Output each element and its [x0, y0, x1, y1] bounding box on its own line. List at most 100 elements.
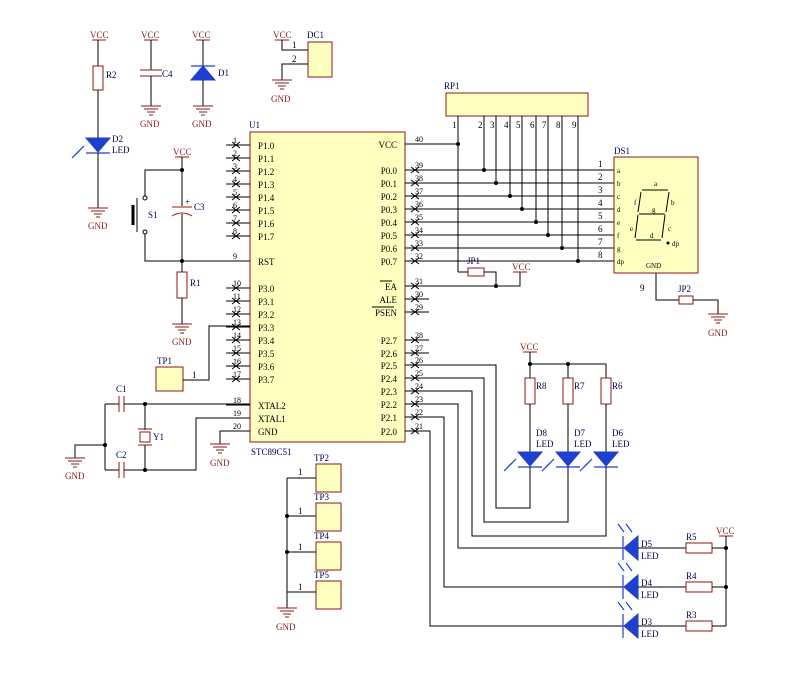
r2-label: R2: [106, 70, 117, 80]
ds1-gnd-face: GND: [646, 262, 661, 270]
u1-pin-num: 10: [233, 279, 241, 288]
u1-pin-name: GND: [258, 427, 278, 437]
resistor-r6: [600, 377, 612, 405]
ds1-pin-num: 6: [598, 224, 603, 234]
resistor-r5: [685, 542, 713, 554]
diode-d1: [189, 65, 217, 81]
d4-label: D4: [641, 578, 652, 588]
u1-pin-name: P3.7: [258, 375, 275, 385]
tp4-body: [315, 541, 342, 571]
u1-pin-name: P2.1: [381, 413, 397, 423]
led-d4: [623, 573, 639, 601]
vcc-pin40-net: JP1 VCC: [405, 116, 531, 288]
led-d7: [554, 451, 582, 467]
u1-pin-num: 14: [233, 331, 241, 340]
ds1-pin-seg: g: [617, 245, 621, 253]
u1-pin-name: P0.2: [381, 192, 397, 202]
u1-pin-num: 34: [415, 226, 423, 235]
reset-vcc-label: VCC: [173, 147, 192, 157]
s1-label: S1: [148, 210, 158, 220]
u1-pin-name: P1.6: [258, 219, 275, 229]
u1-label: U1: [249, 120, 260, 130]
u1-pin-name: P1.5: [258, 206, 275, 216]
r6-label: R6: [612, 381, 623, 391]
resistor-r8: [524, 377, 536, 405]
u1-pin-name: P3.6: [258, 362, 275, 372]
c4-gnd-label: GND: [140, 119, 160, 129]
jp2-gnd-label: GND: [708, 328, 728, 338]
rp1-pin-num: 4: [504, 120, 509, 130]
led-d8: [516, 451, 544, 467]
dc1-label: DC1: [307, 30, 324, 40]
resistor-r7: [562, 377, 574, 405]
u1-pin-num: 22: [415, 408, 423, 417]
rp1-pin-num: 8: [556, 120, 561, 130]
rp1-pin-num: 1: [452, 120, 457, 130]
d2-led-label: LED: [112, 145, 130, 155]
u1-pin-num: 4: [233, 175, 237, 184]
u1-pin-name: P3.1: [258, 297, 274, 307]
ds1-pin-seg: c: [617, 193, 620, 201]
ds1-pin-num: 8: [598, 250, 603, 260]
u1-microcontroller: U1 STC89C51 1P1.02P1.13P1.24P1.35P1.46P1…: [226, 120, 429, 457]
u1-pin-name: P2.0: [381, 427, 398, 437]
u1-pin-name: P2.7: [381, 336, 398, 346]
ds1-pin-num: 1: [598, 159, 603, 169]
y1-label: Y1: [153, 432, 164, 442]
u1-pin-name: P1.2: [258, 167, 274, 177]
tp5-label: TP5: [314, 570, 330, 580]
led-array-bottom: VCC R5 D5 LED R4 D4 LED R3: [405, 403, 735, 640]
u1-pin-num: 21: [415, 422, 423, 431]
crystal-gnd-label: GND: [65, 471, 85, 481]
u1-pin-name: EA: [385, 282, 397, 292]
rp1-pin-num: 5: [516, 120, 521, 130]
u1-pin-num: 30: [415, 290, 423, 299]
u1-pin-num: 5: [233, 188, 237, 197]
u1-gnd-label: GND: [210, 458, 230, 468]
u1-pin-num: 1: [233, 136, 237, 145]
u1-pin-name: P2.3: [381, 387, 398, 397]
d3-label: D3: [641, 617, 652, 627]
u1-right-pins: 40VCC39P0.038P0.137P0.236P0.335P0.434P0.…: [375, 135, 429, 437]
d6-label: D6: [612, 428, 623, 438]
u1-pin-name: P3.0: [258, 284, 275, 294]
d2-label: D2: [112, 134, 123, 144]
c3-label: C3: [194, 202, 205, 212]
u1-pin-num: 35: [415, 213, 423, 222]
u1-pin-name: XTAL2: [258, 401, 286, 411]
r7-label: R7: [574, 381, 585, 391]
dc1-pin1: 1: [292, 40, 297, 50]
ds1-pin-seg: b: [617, 180, 621, 188]
ds1-pin9: 9: [640, 283, 645, 293]
c2-label: C2: [116, 450, 127, 460]
led-d6: [592, 451, 620, 467]
u1-pin-num: 36: [415, 200, 423, 209]
u1-pin-name: P3.2: [258, 310, 274, 320]
r5-label: R5: [686, 532, 697, 542]
leds-vcc-label: VCC: [520, 342, 539, 352]
u1-pin-name: P1.4: [258, 193, 275, 203]
u1-pin-name: P3.5: [258, 349, 275, 359]
u1-pin-num: 20: [233, 422, 241, 431]
u1-pin-num: 17: [233, 370, 241, 379]
u1-pin-num: 8: [233, 227, 237, 236]
rp1-pin-num: 3: [490, 120, 495, 130]
u1-pin-name: XTAL1: [258, 414, 286, 424]
u1-pin-name: PSEN: [375, 308, 398, 318]
d4-led-label: LED: [641, 590, 659, 600]
u1-pin-num: 25: [415, 369, 423, 378]
u1-pin-num: 39: [415, 161, 423, 170]
rp1-pin-num: 7: [542, 120, 547, 130]
dc1-connector: VCC 1 2 DC1 GND: [271, 30, 333, 104]
ds1-pin-num: 7: [598, 237, 603, 247]
tp4-label: TP4: [314, 531, 330, 541]
u1-pin-num: 9: [233, 252, 237, 261]
crystal-y1: [139, 431, 151, 443]
u1-pin-name: P0.0: [381, 166, 398, 176]
u1-pin-name: P0.1: [381, 179, 397, 189]
d8-label: D8: [536, 428, 547, 438]
rp1-pin-num: 9: [572, 120, 577, 130]
u1-pin-name: ALE: [380, 295, 398, 305]
